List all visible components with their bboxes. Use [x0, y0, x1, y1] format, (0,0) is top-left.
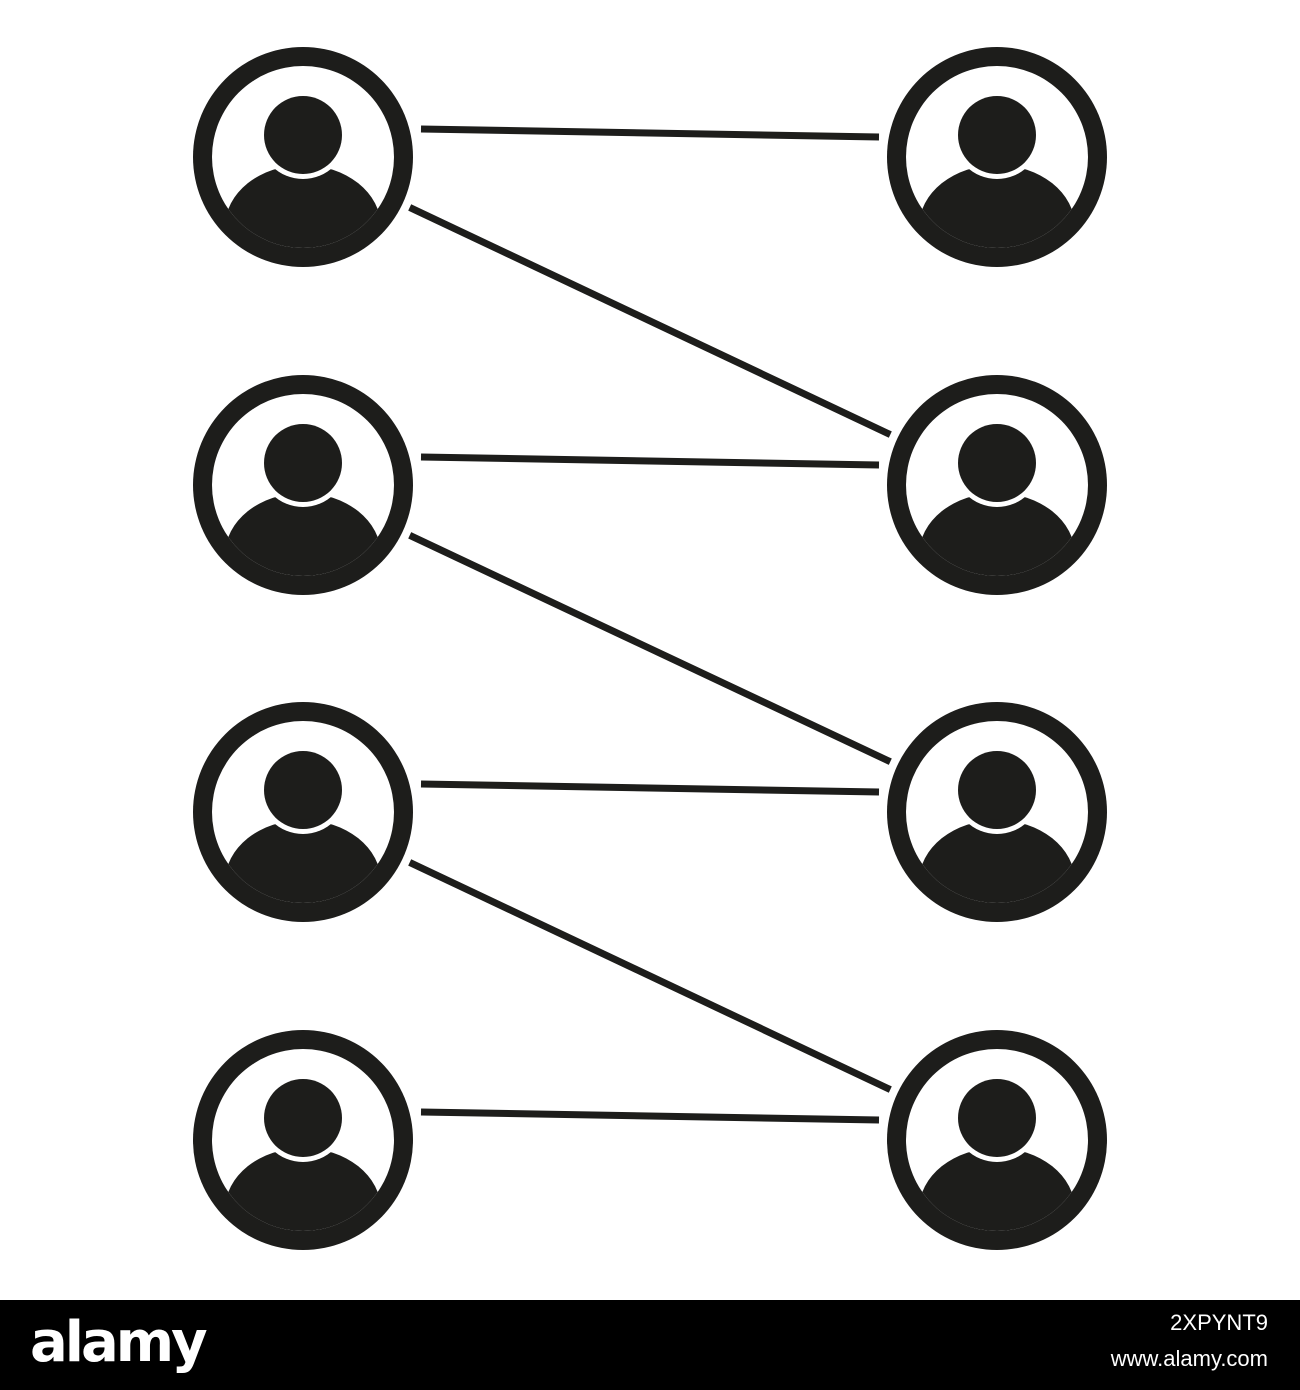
user-avatar-icon	[919, 91, 1075, 248]
avatar-head	[958, 96, 1036, 174]
user-5-node	[887, 47, 1107, 267]
user-avatar-icon	[919, 1074, 1075, 1231]
connection-line-user-3-user-7	[420, 780, 880, 796]
user-2-node	[193, 375, 413, 595]
user-avatar-icon	[225, 746, 381, 903]
avatar-body	[919, 820, 1075, 903]
user-avatar-icon	[919, 419, 1075, 576]
connection-line-user-4-user-8	[420, 1108, 880, 1124]
connection-line-user-2-user-7	[408, 532, 892, 765]
user-6-node	[887, 375, 1107, 595]
connection-line-user-1-user-6	[408, 204, 892, 438]
avatar-head	[264, 96, 342, 174]
user-3-node	[193, 702, 413, 922]
avatar-head	[958, 1079, 1036, 1157]
user-nodes	[193, 47, 1107, 1250]
avatar-head	[958, 751, 1036, 829]
user-4-node	[193, 1030, 413, 1250]
user-avatar-icon	[225, 419, 381, 576]
connection-lines	[408, 125, 892, 1124]
user-avatar-icon	[225, 91, 381, 248]
connection-line-user-3-user-8	[408, 859, 892, 1093]
avatar-body	[225, 820, 381, 903]
avatar-head	[264, 751, 342, 829]
avatar-head	[958, 424, 1036, 502]
footer-bar: alamy 2XPYNT9 www.alamy.com	[0, 1300, 1300, 1390]
avatar-body	[919, 1148, 1075, 1231]
image-id: 2XPYNT9	[1170, 1310, 1268, 1335]
user-1-node	[193, 47, 413, 267]
user-network-diagram	[193, 47, 1107, 1250]
alamy-logo: alamy	[30, 1310, 208, 1375]
connection-line-user-2-user-6	[420, 453, 880, 469]
avatar-body	[225, 1148, 381, 1231]
avatar-body	[225, 165, 381, 248]
avatar-head	[264, 1079, 342, 1157]
site-url: www.alamy.com	[1110, 1346, 1268, 1371]
user-avatar-icon	[919, 746, 1075, 903]
user-avatar-icon	[225, 1074, 381, 1231]
avatar-body	[919, 165, 1075, 248]
user-7-node	[887, 702, 1107, 922]
avatar-body	[919, 493, 1075, 576]
avatar-body	[225, 493, 381, 576]
connection-line-user-1-user-5	[420, 125, 880, 141]
user-8-node	[887, 1030, 1107, 1250]
avatar-head	[264, 424, 342, 502]
